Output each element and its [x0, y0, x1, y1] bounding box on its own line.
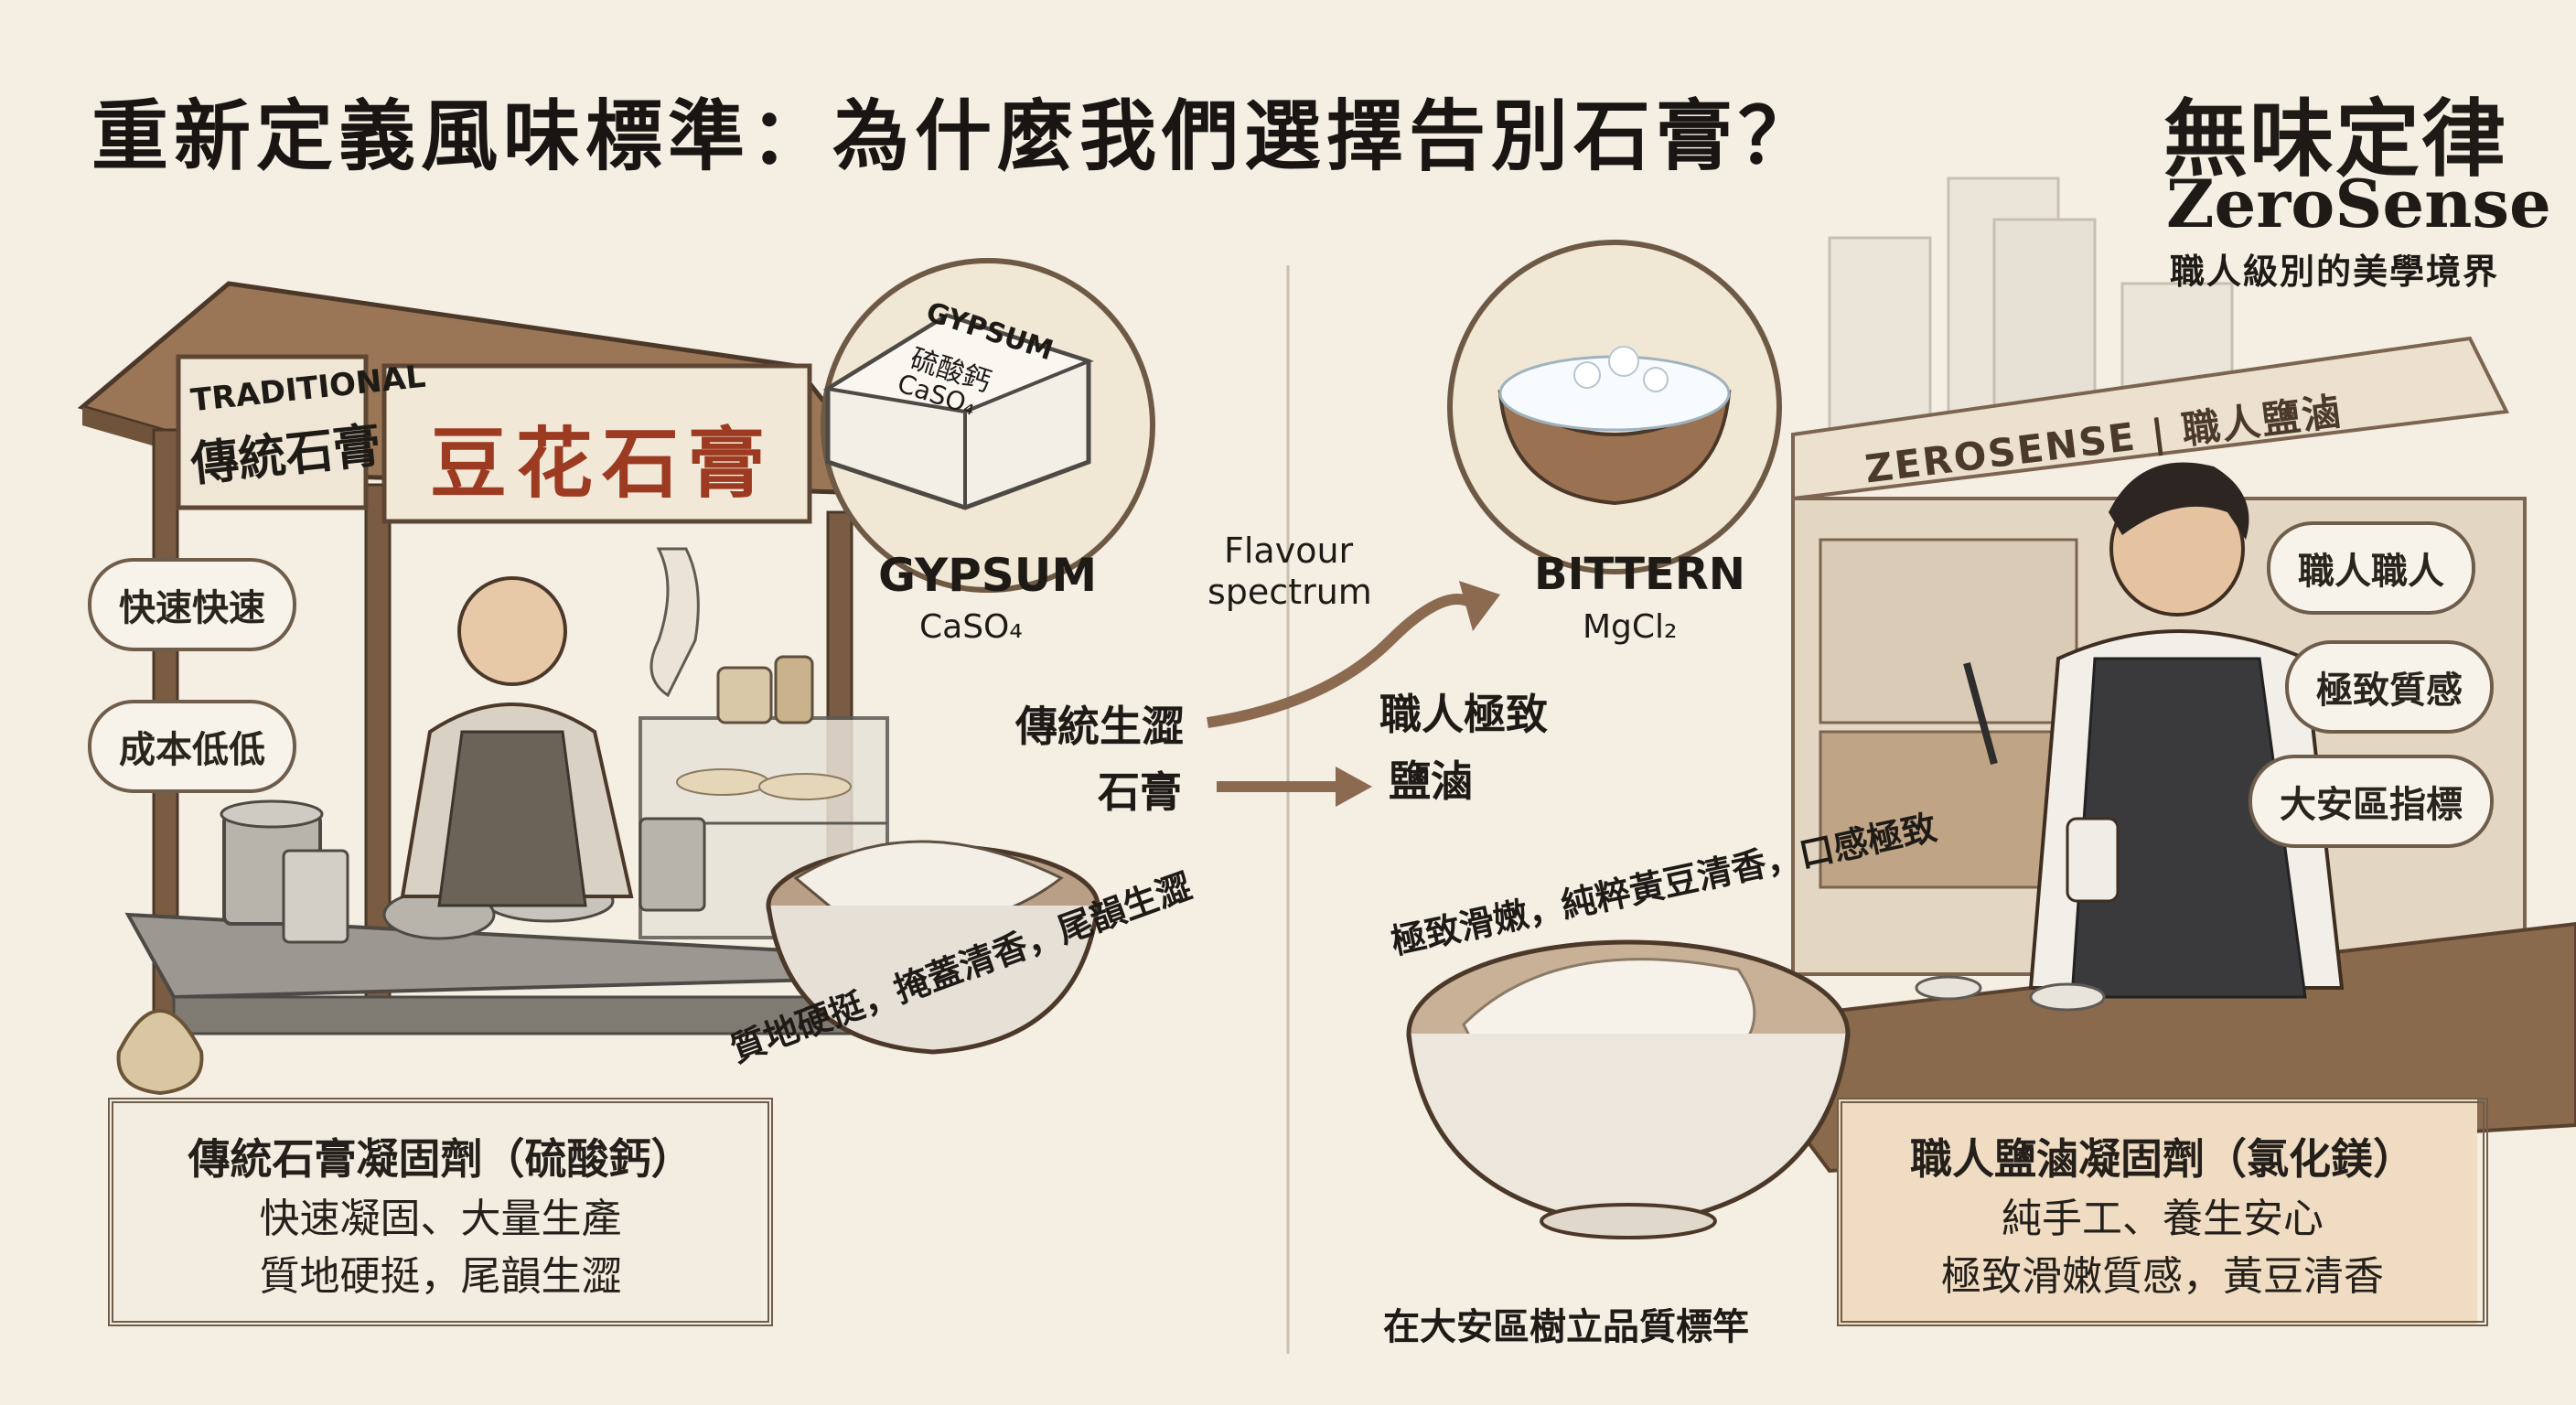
- brand-tagline: 職人級別的美學境界: [2170, 252, 2500, 292]
- bittern-panel-heading: 職人鹽滷凝固劑（氯化鎂）: [1910, 1134, 2415, 1184]
- gypsum-formula: CaSO₄: [919, 608, 1023, 646]
- spectrum-label-2: spectrum: [1208, 572, 1372, 612]
- bittern-formula: MgCl₂: [1583, 608, 1678, 646]
- gypsum-panel-heading: 傳統石膏凝固劑（硫酸鈣）: [188, 1134, 693, 1184]
- gypsum-tofu-bowl: [766, 840, 1100, 1055]
- left-panel-bg: [108, 1098, 762, 1326]
- bubble-fast: 快速快速: [88, 558, 296, 651]
- page-title: 重新定義風味標準：為什麼我們選擇告別石膏？: [91, 91, 1821, 181]
- bittern-bowl-footer: 在大安區樹立品質標竿: [1383, 1306, 1749, 1348]
- spectrum-label-1: Flavour: [1224, 531, 1354, 571]
- to-label-line-1: 職人極致: [1379, 690, 1548, 739]
- gypsum-panel-line-1: 快速凝固、大量生產: [259, 1195, 622, 1242]
- bubble-daan-benchmark: 大安區指標: [2249, 755, 2494, 848]
- bittern-info-panel: 職人鹽滷凝固劑（氯化鎂） 純手工、養生安心 極致滑嫩質感，黃豆清香: [1837, 1098, 2488, 1326]
- bittern-name: BITTERN: [1534, 549, 1745, 600]
- gypsum-name: GYPSUM: [878, 549, 1098, 602]
- gypsum-info-panel: 傳統石膏凝固劑（硫酸鈣） 快速凝固、大量生產 質地硬挺，尾韻生澀: [108, 1098, 773, 1326]
- bittern-panel-line-2: 極致滑嫩質感，黃豆清香: [1941, 1253, 2384, 1301]
- from-label-line-2: 石膏: [1098, 767, 1182, 817]
- gypsum-medallion: [821, 258, 1155, 593]
- brand-name-en: ZeroSense: [2166, 165, 2551, 242]
- bittern-tofu-bowl: [1406, 939, 1851, 1239]
- bittern-medallion: [1447, 240, 1782, 574]
- flavour-arrows: [1207, 581, 1500, 807]
- stall-small-sign: [176, 354, 369, 510]
- bittern-panel-line-1: 純手工、養生安心: [2002, 1195, 2324, 1242]
- to-label-line-2: 鹽滷: [1389, 756, 1473, 806]
- stall-banner-text: 豆花石膏: [430, 418, 775, 509]
- bubble-texture: 極致質感: [2285, 640, 2494, 734]
- gypsum-panel-line-2: 質地硬挺，尾韻生澀: [259, 1253, 622, 1301]
- bubble-artisan: 職人職人: [2267, 521, 2475, 615]
- right-panel-bg: [1837, 1098, 2477, 1326]
- from-label-line-1: 傳統生澀: [1015, 702, 1184, 751]
- bubble-low-cost: 成本低低: [88, 700, 296, 793]
- stall-banner-board: [381, 363, 812, 524]
- brand-name-cjk: 無味定律: [2163, 90, 2508, 188]
